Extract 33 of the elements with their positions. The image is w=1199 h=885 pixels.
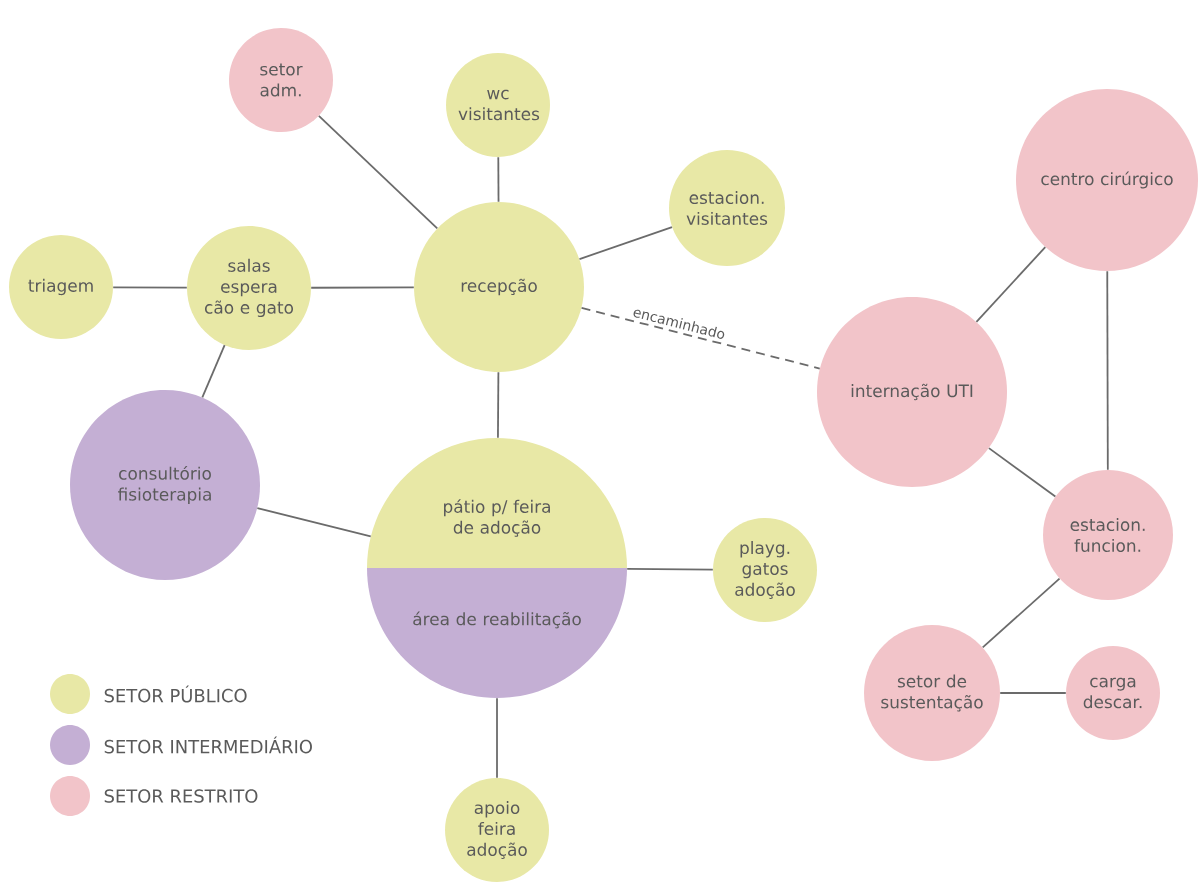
connector-line bbox=[497, 371, 500, 439]
connector-line bbox=[497, 156, 500, 203]
connector-line bbox=[310, 286, 415, 289]
connector-line bbox=[981, 577, 1061, 649]
connector-line bbox=[988, 447, 1057, 498]
connector-line bbox=[201, 344, 226, 399]
circle-node: consultório fisioterapia bbox=[70, 390, 260, 580]
connector-line bbox=[1106, 270, 1109, 471]
connector-line bbox=[580, 307, 821, 370]
circle-node: salas espera cão e gato bbox=[187, 226, 311, 350]
connector-line bbox=[578, 226, 673, 260]
circle-node: centro cirúrgico bbox=[1016, 89, 1198, 271]
connector-line bbox=[496, 697, 498, 779]
circle-node: internação UTI bbox=[817, 297, 1007, 487]
legend-label: SETOR INTERMEDIÁRIO bbox=[104, 736, 312, 754]
circle-node: setor adm. bbox=[229, 28, 333, 132]
connector-line bbox=[317, 115, 439, 230]
circle-node: wc visitantes bbox=[446, 53, 550, 157]
circle-node: apoio feira adoção bbox=[445, 778, 549, 882]
circle-node: estacion. visitantes bbox=[669, 150, 785, 266]
circle-node: playg. gatos adoção bbox=[713, 518, 817, 622]
connector-line bbox=[975, 246, 1047, 323]
legend-label: SETOR RESTRITO bbox=[104, 789, 258, 803]
circle-node: triagem bbox=[9, 235, 113, 339]
circle-node: recepção bbox=[414, 202, 584, 372]
circle-node: estacion. funcion. bbox=[1043, 470, 1173, 600]
connector-line bbox=[256, 507, 372, 538]
connector-line bbox=[626, 568, 714, 571]
circle-node: setor de sustentação bbox=[864, 625, 1000, 761]
legend-label: SETOR PÚBLICO bbox=[104, 685, 247, 703]
circle-node: carga descar. bbox=[1066, 646, 1160, 740]
connector-line bbox=[999, 692, 1067, 694]
connector-line bbox=[112, 286, 188, 289]
